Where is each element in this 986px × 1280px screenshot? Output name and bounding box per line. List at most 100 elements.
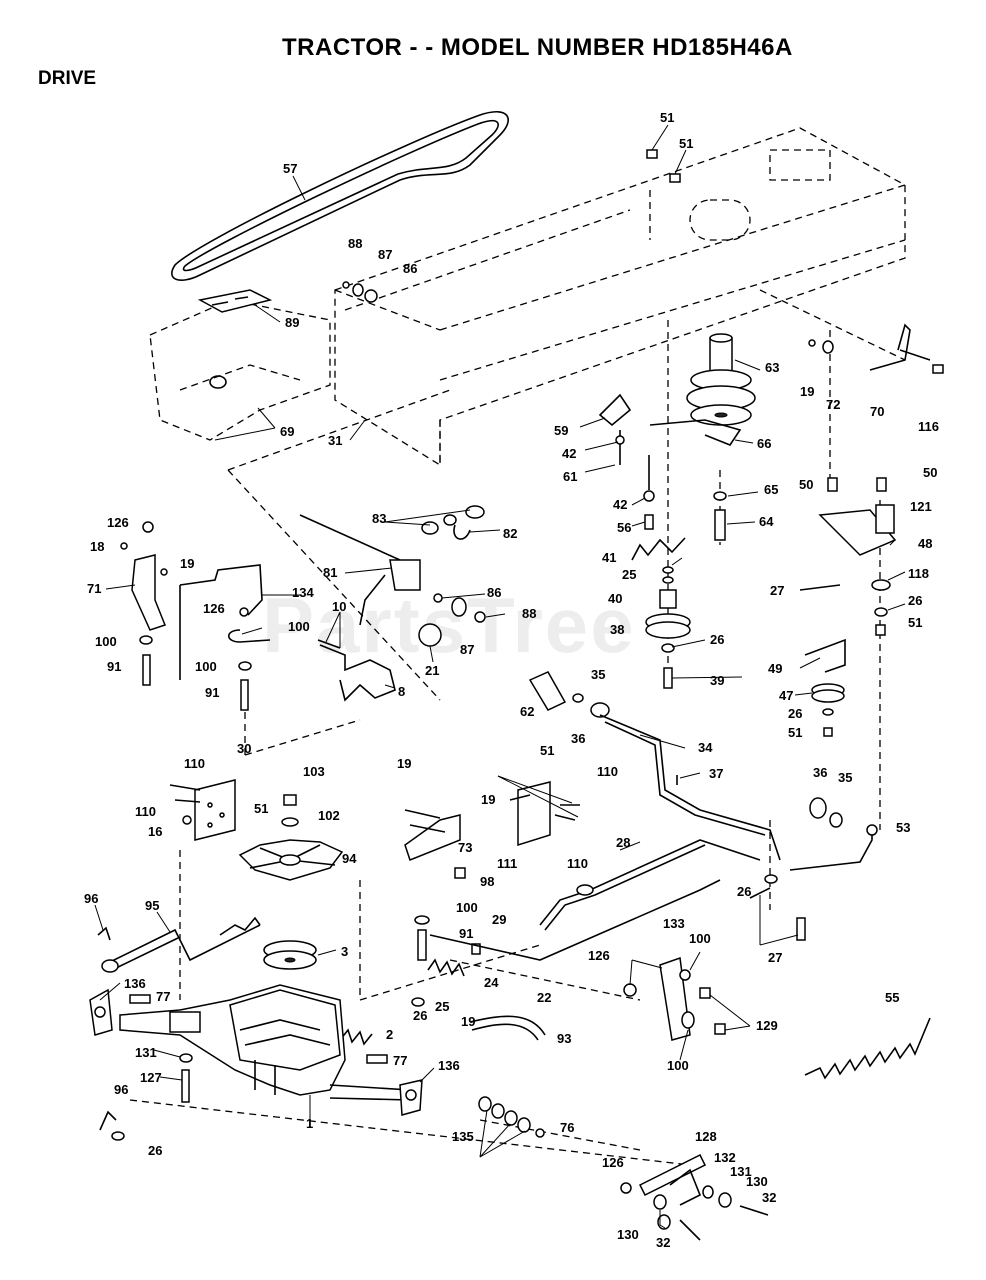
callout-87: 87 <box>378 247 392 262</box>
callout-100: 100 <box>288 619 310 634</box>
callout-110: 110 <box>597 764 618 779</box>
callout-51: 51 <box>660 110 674 125</box>
callout-38: 38 <box>610 622 624 637</box>
callout-19: 19 <box>461 1014 475 1029</box>
callout-19: 19 <box>180 556 194 571</box>
callout-76: 76 <box>560 1120 574 1135</box>
callout-55: 55 <box>885 990 899 1005</box>
callout-51: 51 <box>788 725 802 740</box>
pulley-fasteners <box>713 491 727 541</box>
callout-65: 65 <box>764 482 778 497</box>
callout-100: 100 <box>95 634 117 649</box>
callout-72: 72 <box>826 397 840 412</box>
callout-100: 100 <box>667 1058 689 1073</box>
callout-118: 118 <box>908 566 929 581</box>
section-label: DRIVE <box>38 68 97 89</box>
callout-25: 25 <box>622 567 636 582</box>
idler-pulley-47 <box>804 638 846 737</box>
callout-1: 1 <box>306 1116 313 1131</box>
callout-28: 28 <box>616 835 630 850</box>
cotter-pin-bottom <box>99 1110 125 1141</box>
right-rod-53 <box>789 797 878 871</box>
callout-98: 98 <box>480 874 494 889</box>
callout-77: 77 <box>156 989 170 1004</box>
callout-136: 136 <box>124 976 146 991</box>
callout-48: 48 <box>918 536 932 551</box>
idler-pulley-38 <box>631 537 691 689</box>
callout-16: 16 <box>148 824 162 839</box>
callout-36: 36 <box>813 765 827 780</box>
callout-71: 71 <box>87 581 101 596</box>
brackets-73-111 <box>404 781 580 879</box>
callout-32: 32 <box>762 1190 776 1205</box>
engine-pulley <box>686 333 756 426</box>
brake-parts <box>598 393 742 530</box>
callout-26: 26 <box>908 593 922 608</box>
callout-49: 49 <box>768 661 782 676</box>
callout-102: 102 <box>318 808 340 823</box>
clutch-rod-assembly <box>299 505 485 626</box>
callout-41: 41 <box>602 550 616 565</box>
callout-70: 70 <box>870 404 884 419</box>
callout-47: 47 <box>779 688 793 703</box>
callout-63: 63 <box>765 360 779 375</box>
rod-22 <box>429 879 721 961</box>
callout-100: 100 <box>689 931 711 946</box>
callout-42: 42 <box>562 446 576 461</box>
callout-86: 86 <box>403 261 417 276</box>
watermark: PartsTree <box>262 581 636 669</box>
alignment-lines <box>129 289 906 1166</box>
callout-110: 110 <box>135 804 156 819</box>
callout-110: 110 <box>184 756 205 771</box>
callout-133: 133 <box>663 916 685 931</box>
callout-40: 40 <box>608 591 622 606</box>
callout-126: 126 <box>602 1155 624 1170</box>
tractor-frame <box>334 127 906 910</box>
callout-21: 21 <box>425 663 439 678</box>
callout-51: 51 <box>540 743 554 758</box>
callout-126: 126 <box>588 948 610 963</box>
mid-fasteners <box>342 281 486 623</box>
callout-130: 130 <box>746 1174 768 1189</box>
callout-136: 136 <box>438 1058 460 1073</box>
bracket-30 <box>169 779 236 841</box>
callout-26: 26 <box>737 884 751 899</box>
callout-26: 26 <box>148 1143 162 1158</box>
shift-rod-34 <box>528 671 781 861</box>
callout-51: 51 <box>679 136 693 151</box>
callout-35: 35 <box>838 770 852 785</box>
tension-spring-55 <box>804 1017 931 1080</box>
callout-25: 25 <box>435 999 449 1014</box>
transaxle <box>89 984 423 1116</box>
front-frame-section <box>149 299 331 441</box>
callout-89: 89 <box>285 315 299 330</box>
callout-131: 131 <box>135 1045 157 1060</box>
callout-50: 50 <box>799 477 813 492</box>
callout-127: 127 <box>140 1070 162 1085</box>
idler-bracket-right <box>799 477 897 636</box>
leader-lines <box>94 124 906 1229</box>
callout-39: 39 <box>710 673 724 688</box>
callout-64: 64 <box>759 514 774 529</box>
callout-51: 51 <box>254 801 268 816</box>
washers-135 <box>478 1096 545 1138</box>
callout-103: 103 <box>303 764 325 779</box>
top-nuts <box>646 149 681 183</box>
callout-8: 8 <box>398 684 405 699</box>
callout-126: 126 <box>107 515 129 530</box>
callout-100: 100 <box>195 659 217 674</box>
callout-96: 96 <box>114 1082 128 1097</box>
callout-91: 91 <box>459 926 473 941</box>
callout-134: 134 <box>292 585 314 600</box>
callout-3: 3 <box>341 944 348 959</box>
callout-88: 88 <box>522 606 536 621</box>
callout-93: 93 <box>557 1031 571 1046</box>
callout-91: 91 <box>107 659 121 674</box>
callout-27: 27 <box>768 950 782 965</box>
callout-26: 26 <box>710 632 724 647</box>
callout-135: 135 <box>452 1129 474 1144</box>
callout-27: 27 <box>770 583 784 598</box>
transaxle-pulley <box>263 940 317 970</box>
callout-34: 34 <box>698 740 713 755</box>
